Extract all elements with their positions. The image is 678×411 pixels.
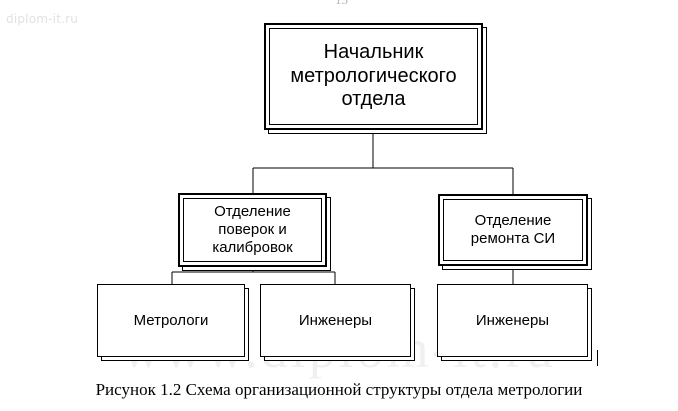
watermark-site-text: diplom-it.ru: [6, 12, 79, 26]
page-number: 15: [335, 0, 348, 8]
head-box-inner-border: [269, 28, 478, 125]
text-cursor-mark: [597, 350, 598, 366]
staff-box-metrologists: Метрологи: [97, 284, 245, 357]
head-label: Начальник метрологического отдела: [290, 41, 457, 111]
staff-label-engineers-1: Инженеры: [298, 311, 373, 329]
head-box: Начальник метрологического отдела: [264, 23, 483, 130]
staff-label-engineers-2: Инженеры: [475, 311, 550, 329]
dept-repair-box: Отделение ремонта СИ: [438, 194, 588, 266]
figure-caption: Рисунок 1.2 Схема организационной структ…: [95, 380, 583, 399]
dept-repair-inner-border: [443, 199, 583, 261]
staff-box-engineers-2: Инженеры: [437, 284, 588, 357]
dept-verification-label: Отделение поверок и калибровок: [212, 203, 293, 256]
dept-repair-label: Отделение ремонта СИ: [470, 212, 556, 247]
staff-box-engineers-1: Инженеры: [260, 284, 411, 357]
dept-verification-inner-border: [183, 198, 322, 262]
dept-verification-box: Отделение поверок и калибровок: [178, 193, 327, 267]
staff-label-metrologists: Метрологи: [133, 311, 209, 329]
